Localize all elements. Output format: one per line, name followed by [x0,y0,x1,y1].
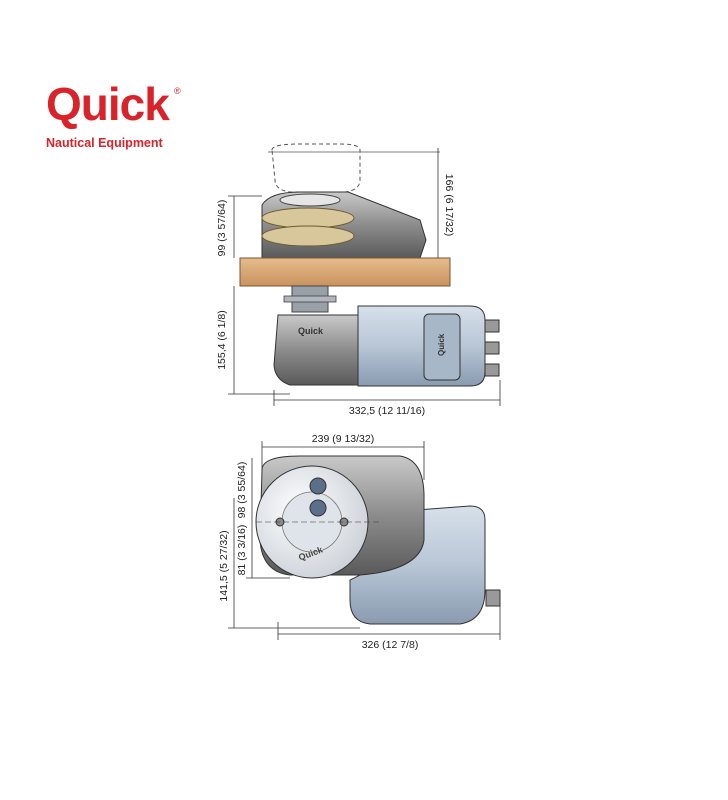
dim-plan-length: 326 (12 7/8) [362,639,419,651]
plan-dimension-lines [228,441,501,640]
gypsy-upper [261,207,355,229]
motor-cover-plate [423,313,461,381]
gypsy-lower [261,225,355,247]
dim-plan-depth-b: 81 (3 3/16) [236,525,248,576]
quick-logo: Quick ® Nautical Equipment [38,78,198,158]
plan-view: Quick 239 (9 13/32) 98 (3 55/64) 81 (3 3… [218,433,501,651]
logo-wordmark: Quick [46,78,170,130]
gearbox-badge-text: Quick [298,326,324,336]
dim-below-deck: 155,4 (6 1/8) [216,310,228,370]
deck-plank [239,257,451,287]
dim-total-length: 332,5 (12 11/16) [349,405,425,417]
side-elevation-view: Quick Quick 166 (6 17/32) 99 (3 57/64) 1… [216,143,501,417]
drum-cap [279,193,341,207]
side-dimension-lines [228,148,501,406]
stripper-knob-upper [309,477,327,495]
dim-plan-width: 239 (9 13/32) [312,433,374,445]
capstan-outline [271,143,361,193]
electric-motor [357,305,486,387]
cable-glands [484,319,500,377]
motor-badge-text: Quick [437,333,446,356]
plan-motor [349,505,486,625]
shaft-flange [283,295,337,303]
gearbox-housing [273,314,361,386]
dim-top-height: 166 (6 17/32) [443,174,455,236]
plan-cable-gland [485,589,501,607]
dim-plan-depth-c: 141,5 (5 27/32) [218,530,230,601]
dim-plan-depth-a: 98 (3 55/64) [236,462,248,519]
dim-gypsy-height: 99 (3 57/64) [216,200,228,257]
stripper-knob-lower [309,499,327,517]
logo-tagline: Nautical Equipment [46,136,163,150]
logo-registered-mark: ® [174,86,181,96]
